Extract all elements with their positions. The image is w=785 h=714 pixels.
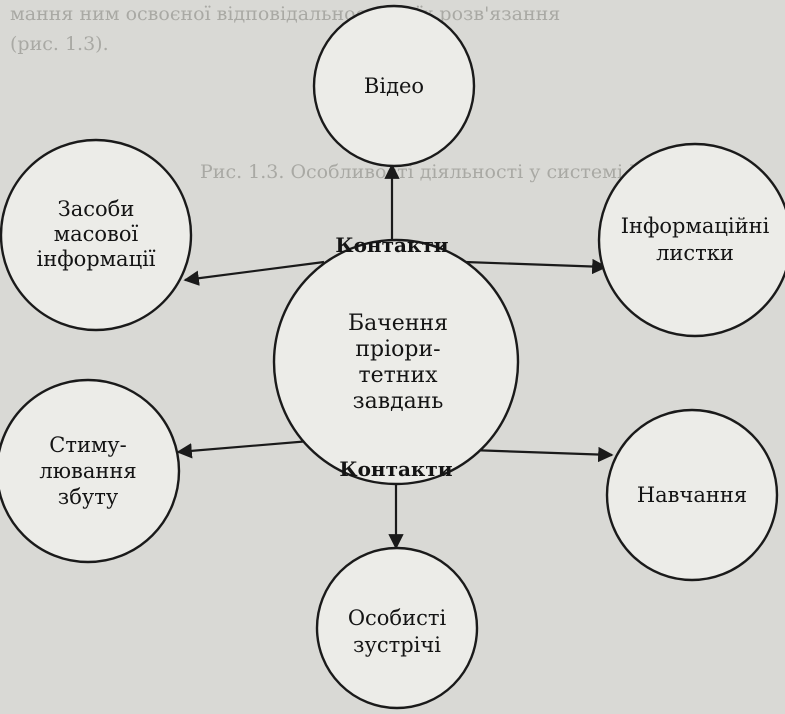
contacts-label-bottom: Контакти [339,457,452,481]
node-training-circle [605,408,779,582]
node-sales-label-line: лювання [39,459,136,483]
node-video: Відео [312,4,476,168]
node-meetings: Особисті зустрічі [315,546,479,710]
node-leaflets-label-line: листки [656,241,734,265]
background-text-line: (рис. 1.3). [10,33,109,55]
arrow-to-leaflets [464,258,608,275]
node-media-label-line: масової [54,222,139,246]
node-meetings-label-line: зустрічі [353,633,441,657]
contacts-label-top: Контакти [335,233,448,257]
center-label-line: завдань [353,389,444,414]
center-circle [272,238,520,486]
center-label-line: пріори- [355,337,440,362]
node-sales-circle [0,378,181,564]
node-center: Контакти Бачення пріори- тетних завдань … [272,233,520,486]
node-sales: Стиму- лювання збуту [0,378,181,564]
node-leaflets-circle [597,142,785,338]
node-training-label: Навчання [637,483,747,507]
arrow-to-media [183,260,325,286]
node-meetings-label-line: Особисті [348,606,447,630]
arrow-to-training [469,446,614,463]
node-video-circle [312,4,476,168]
node-media-label-line: Засоби [58,197,135,221]
node-leaflets-label-line: Інформаційні [621,214,770,238]
background-caption: Рис. 1.3. Особливості діяльності у систе… [200,161,657,183]
node-media: Засоби масової інформації [0,138,193,332]
node-media-circle [0,138,193,332]
center-label-line: тетних [358,363,438,388]
node-video-label: Відео [364,74,424,98]
node-leaflets: Інформаційні листки [597,142,785,338]
node-media-label-line: інформації [36,247,155,271]
center-label-line: Бачення [348,311,448,336]
node-training: Навчання [605,408,779,582]
node-meetings-circle [315,546,479,710]
background-text-line: мання ним освоєної відповідальності за ї… [10,3,560,25]
arrow-to-sales [176,438,323,459]
node-sales-label-line: збуту [58,485,119,509]
node-sales-label-line: Стиму- [49,433,126,457]
